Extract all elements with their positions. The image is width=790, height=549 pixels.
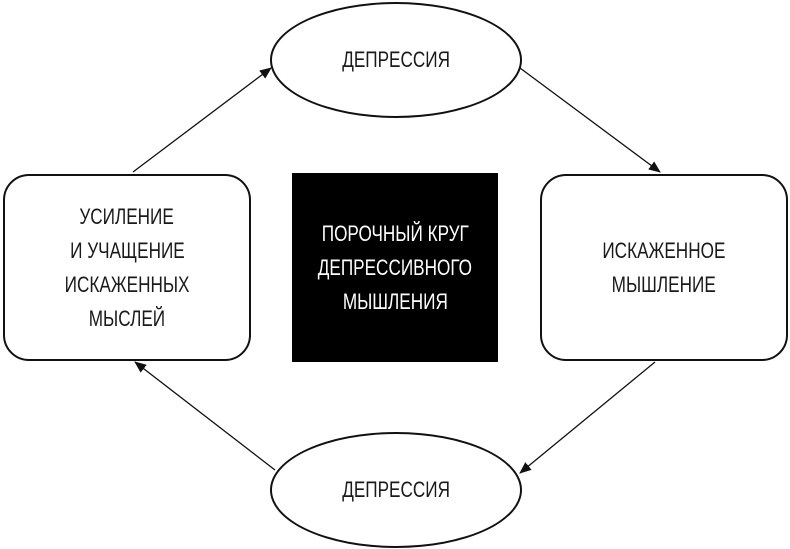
node-label: ИСКАЖЕННОЕ bbox=[602, 237, 726, 263]
center-vicious-circle: ПОРОЧНЫЙ КРУГ ДЕПРЕССИВНОГО МЫШЛЕНИЯ bbox=[292, 173, 498, 362]
arrow-bottom-to-left bbox=[134, 361, 276, 471]
center-label: ДЕПРЕССИВНОГО bbox=[317, 254, 473, 280]
node-label: ДЕПРЕССИЯ bbox=[342, 477, 450, 502]
arrow-top-to-right bbox=[519, 67, 661, 173]
center-label: ПОРОЧНЫЙ КРУГ bbox=[321, 220, 469, 246]
node-bottom-depression: ДЕПРЕССИЯ bbox=[270, 432, 522, 548]
node-label: МЫШЛЕНИЕ bbox=[611, 271, 717, 297]
node-label: И УЧАЩЕНИЕ bbox=[69, 237, 185, 263]
node-label: ИСКАЖЕННЫХ bbox=[64, 271, 190, 297]
node-right-distorted-thinking: ИСКАЖЕННОЕ МЫШЛЕНИЕ bbox=[540, 174, 788, 361]
node-left-intensification: УСИЛЕНИЕ И УЧАЩЕНИЕ ИСКАЖЕННЫХ МЫСЛЕЙ bbox=[3, 174, 251, 361]
arrow-left-to-top bbox=[132, 67, 272, 173]
arrow-right-to-bottom bbox=[519, 361, 656, 474]
node-label: МЫСЛЕЙ bbox=[88, 305, 166, 331]
node-label: УСИЛЕНИЕ bbox=[79, 203, 175, 229]
node-label: ДЕПРЕССИЯ bbox=[342, 47, 450, 72]
node-top-depression: ДЕПРЕССИЯ bbox=[270, 2, 522, 118]
center-label: МЫШЛЕНИЯ bbox=[342, 288, 448, 314]
